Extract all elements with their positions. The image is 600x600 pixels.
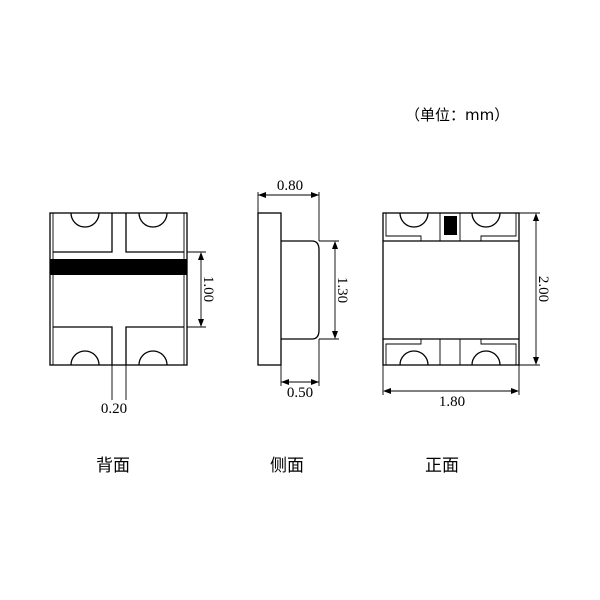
polarity-bar [50, 259, 187, 275]
front-dim-width: 1.80 [439, 394, 465, 410]
back-view-caption: 背面 [96, 456, 130, 476]
unit-label: （单位：mm） [405, 106, 509, 124]
front-view: 2.00 1.80 正面 [382, 212, 551, 476]
back-dim-height: 1.00 [200, 276, 216, 302]
front-view-caption: 正面 [425, 456, 459, 476]
front-dim-height: 2.00 [535, 276, 551, 302]
side-dim-width: 0.80 [277, 178, 303, 194]
back-view: 1.00 0.20 背面 [49, 212, 216, 476]
side-dim-height: 1.30 [334, 277, 350, 303]
back-dim-gap: 0.20 [101, 401, 127, 417]
side-view: 0.80 1.30 0.50 侧面 [257, 178, 350, 476]
side-dim-lens: 0.50 [287, 385, 313, 401]
polarity-mark [444, 216, 457, 235]
side-view-caption: 侧面 [270, 456, 304, 476]
